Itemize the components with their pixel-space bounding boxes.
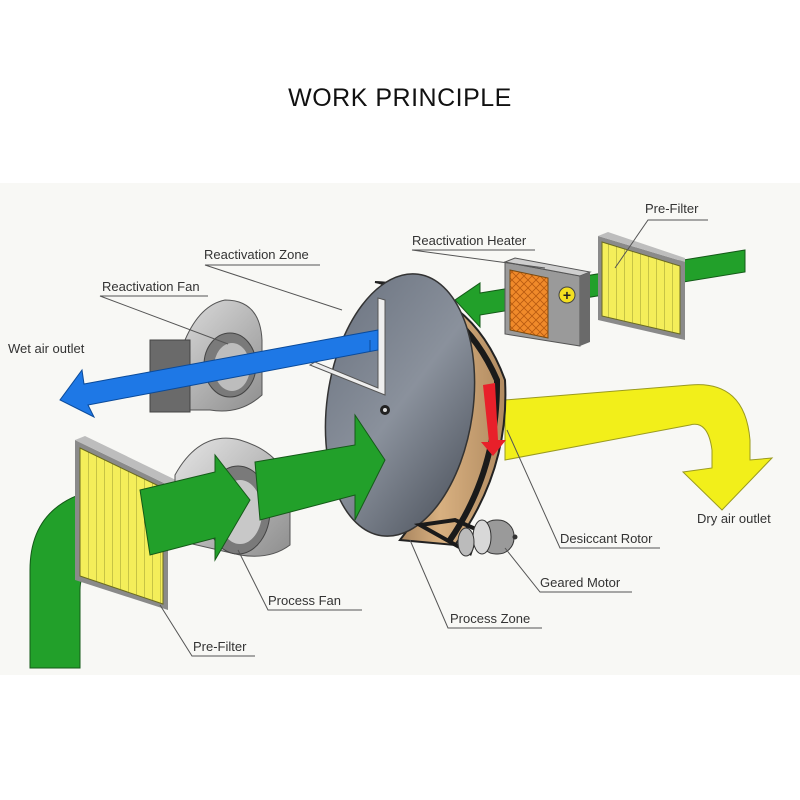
label-desiccant-rotor: Desiccant Rotor [560,531,653,546]
label-reactivation-heater: Reactivation Heater [412,233,527,248]
heater-plus-icon [558,286,576,304]
label-process-zone: Process Zone [450,611,530,626]
heater-symbol: + [563,287,571,303]
wet-air-stream [59,329,379,419]
pre-filter-bottom [75,436,178,610]
label-reactivation-fan: Reactivation Fan [102,279,200,294]
process-air-stream-2 [254,413,386,521]
label-pre-filter-top: Pre-Filter [645,201,699,216]
rotation-arrow-icon [481,383,506,456]
label-pre-filter-bottom: Pre-Filter [193,639,247,654]
process-air-stream [139,453,251,562]
page-title: WORK PRINCIPLE [288,84,512,112]
label-geared-motor: Geared Motor [540,575,621,590]
label-reactivation-zone: Reactivation Zone [204,247,309,262]
leader-lines [99,219,708,657]
pre-filter-top [598,232,685,340]
label-process-fan: Process Fan [268,593,341,608]
geared-motor [413,517,518,557]
label-dry-air-outlet: Dry air outlet [697,511,771,526]
label-wet-air-outlet: Wet air outlet [8,341,85,356]
dry-air-stream [504,384,774,511]
reactivation-heater: + [503,257,592,347]
